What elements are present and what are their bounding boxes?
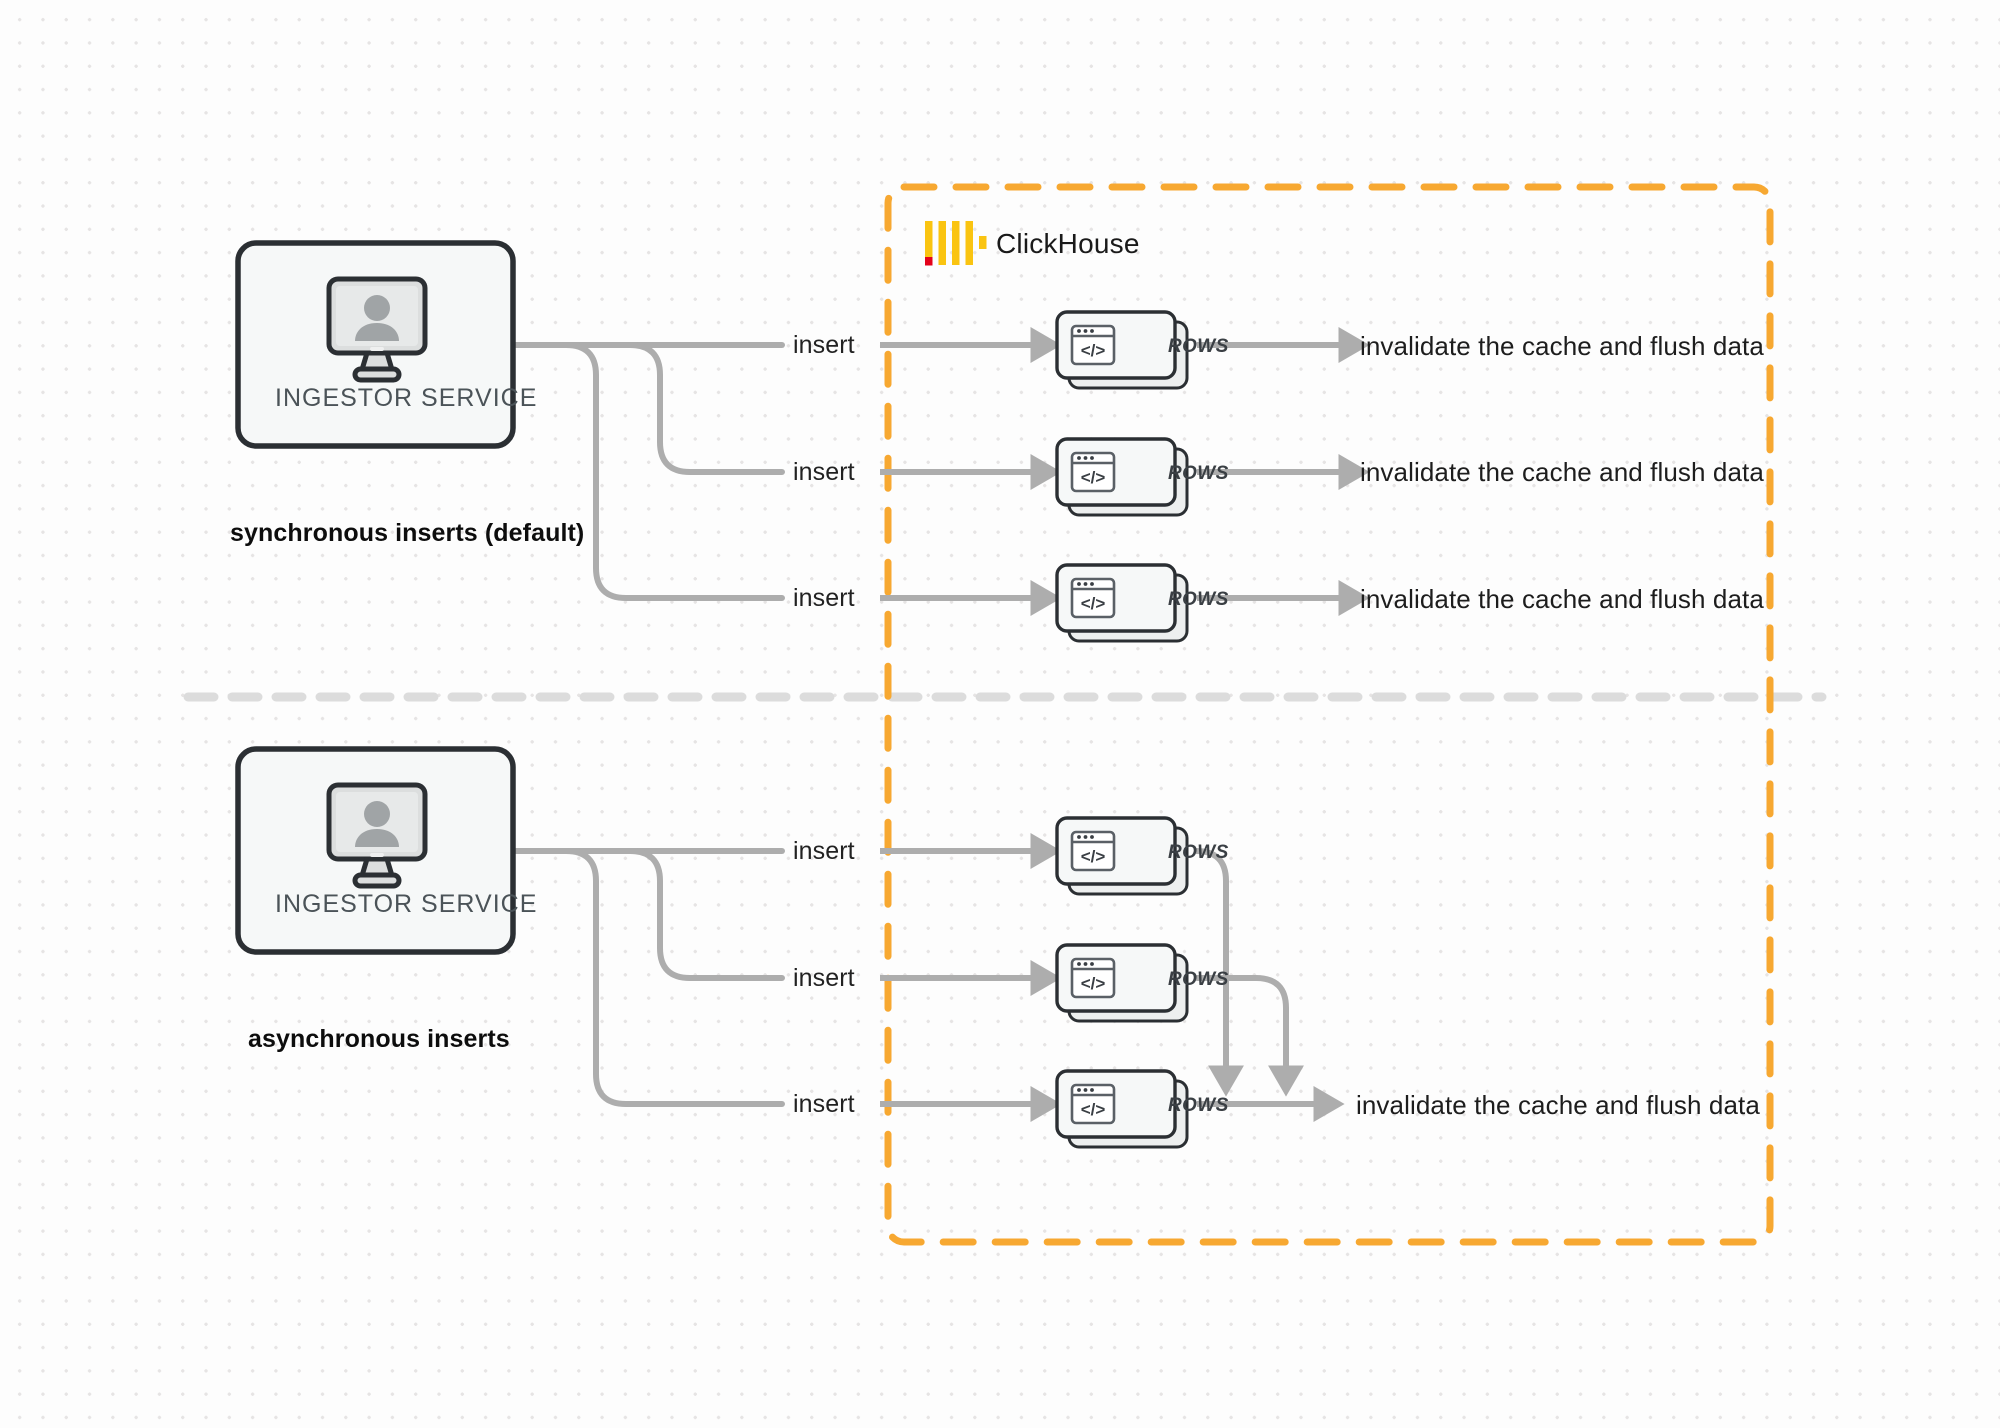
rows-label-sync-2: ROWS [1168, 463, 1229, 484]
connector-async-merge-2 [1194, 975, 1304, 1097]
rows-label-async-2: ROWS [1168, 969, 1229, 990]
rows-label-sync-1: ROWS [1168, 336, 1229, 357]
connector-async-3 [509, 848, 785, 1107]
rows-label-async-3: ROWS [1168, 1095, 1229, 1116]
service-label-sync: INGESTOR SERVICE [275, 384, 538, 412]
flush-label-async: invalidate the cache and flush data [1356, 1090, 1760, 1120]
connector-sync-3 [509, 342, 785, 601]
clickhouse-logo [925, 221, 987, 266]
clickhouse-boundary [884, 183, 1774, 1246]
insert-label-sync-2: insert [793, 458, 855, 486]
flush-label-sync-1: invalidate the cache and flush data [1360, 331, 1764, 361]
flush-label-sync-3: invalidate the cache and flush data [1360, 584, 1764, 614]
mode-label-async: asynchronous inserts [248, 1025, 510, 1053]
connector-async-merge-1 [1194, 848, 1244, 1097]
insert-label-async-3: insert [793, 1090, 855, 1118]
connector-sync-2 [509, 342, 785, 475]
flush-label-sync-2: invalidate the cache and flush data [1360, 457, 1764, 487]
service-label-async: INGESTOR SERVICE [275, 890, 538, 918]
rows-label-async-1: ROWS [1168, 842, 1229, 863]
insert-label-async-1: insert [793, 837, 855, 865]
mode-label-sync: synchronous inserts (default) [230, 519, 585, 547]
connector-async-2 [509, 848, 785, 981]
clickhouse-boundary-label: ClickHouse [996, 228, 1140, 259]
rows-label-sync-3: ROWS [1168, 589, 1229, 610]
insert-label-async-2: insert [793, 964, 855, 992]
insert-label-sync-3: insert [793, 584, 855, 612]
insert-label-sync-1: insert [793, 331, 855, 359]
